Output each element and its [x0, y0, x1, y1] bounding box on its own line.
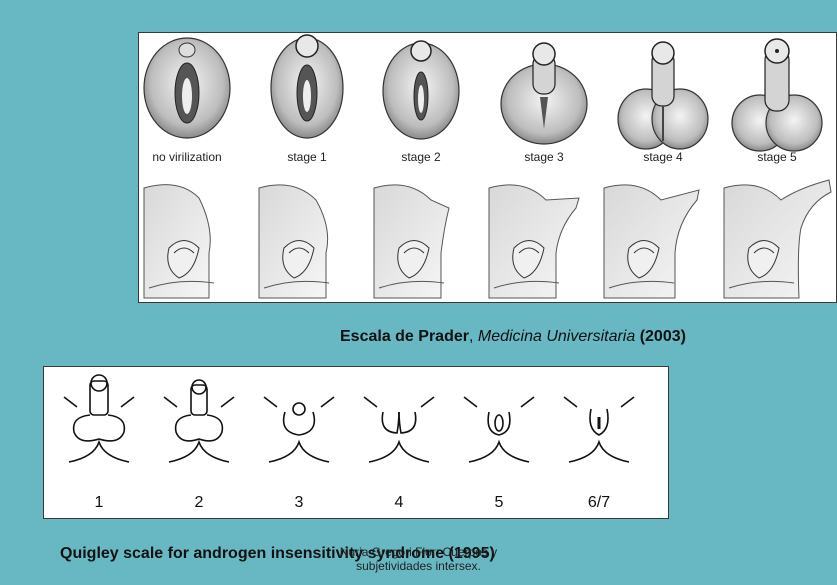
stage-label-5: stage 5 — [757, 150, 797, 164]
quigley-grade-1: 1 — [95, 494, 104, 511]
sagittal-view-stage-1 — [259, 185, 329, 298]
quigley-grade-4: 4 — [395, 494, 404, 511]
prader-caption-year: (2003) — [635, 328, 686, 345]
frontal-view-stage-4 — [618, 42, 708, 149]
quigley-grade-6-7: 6/7 — [588, 494, 610, 511]
frontal-view-stage-2 — [383, 41, 459, 139]
quigley-drawing-1 — [64, 375, 134, 462]
quigley-grade-2: 2 — [195, 494, 204, 511]
frontal-view-stage-1 — [271, 35, 343, 138]
stage-label-2: stage 2 — [401, 150, 441, 164]
stage-label-1: stage 1 — [287, 150, 327, 164]
sagittal-view-no-virilization — [144, 185, 214, 298]
stage-label-3: stage 3 — [524, 150, 564, 164]
quigley-drawing-3 — [264, 397, 334, 462]
prader-scale-figure: no virilization stage 1 stage 2 stage 3 … — [138, 32, 837, 303]
sagittal-view-stage-2 — [374, 185, 449, 298]
quigley-drawing-5 — [464, 397, 534, 462]
footer-line-1: Nuria Gregori Flor: Cuerpos y — [0, 545, 837, 559]
quigley-grade-5: 5 — [495, 494, 504, 511]
prader-illustrations: no virilization stage 1 stage 2 stage 3 … — [139, 33, 836, 302]
quigley-scale-figure: 1 2 3 4 5 6/7 — [43, 366, 669, 519]
sagittal-view-stage-4 — [604, 185, 699, 298]
frontal-view-no-virilization — [144, 38, 230, 138]
stage-label-0: no virilization — [152, 150, 221, 164]
sagittal-view-stage-3 — [489, 185, 579, 298]
quigley-drawing-6-7 — [564, 397, 634, 462]
quigley-drawing-2 — [164, 380, 234, 462]
slide-footer: Nuria Gregori Flor: Cuerpos y subjetivid… — [0, 545, 837, 573]
prader-caption-journal: Medicina Universitaria — [478, 328, 635, 345]
prader-caption-name: Escala de Prader — [340, 328, 469, 345]
prader-caption-sep: , — [469, 328, 478, 345]
prader-caption: Escala de Prader, Medicina Universitaria… — [340, 328, 686, 346]
quigley-illustrations: 1 2 3 4 5 6/7 — [44, 367, 668, 518]
quigley-grade-3: 3 — [295, 494, 304, 511]
quigley-drawing-4 — [364, 397, 434, 462]
footer-line-2: subjetividades intersex. — [0, 559, 837, 573]
frontal-view-stage-5 — [732, 39, 822, 151]
frontal-view-stage-3 — [501, 43, 587, 144]
sagittal-view-stage-5 — [724, 180, 831, 298]
stage-label-4: stage 4 — [643, 150, 683, 164]
